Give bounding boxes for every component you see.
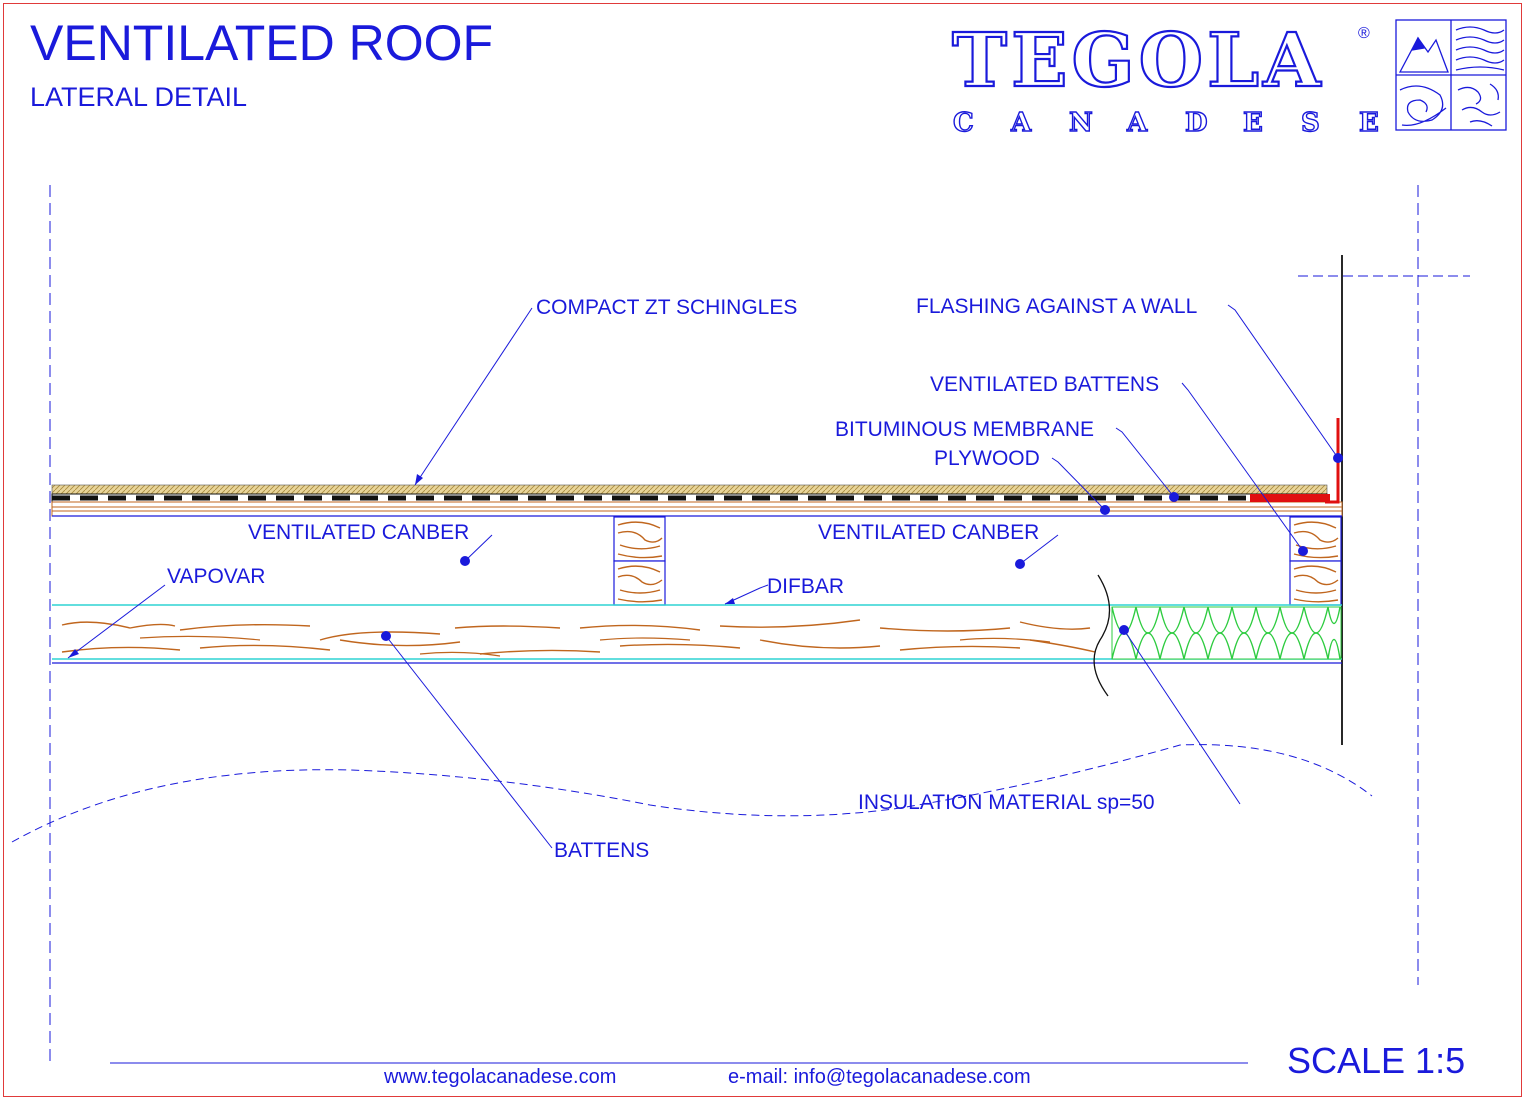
logo-tagline-letter: A xyxy=(1126,108,1148,138)
logo-tagline-letter: N xyxy=(1069,108,1093,138)
battens-layer xyxy=(61,619,1096,657)
label-insulation: INSULATION MATERIAL sp=50 xyxy=(858,791,1155,814)
reference-lines xyxy=(49,185,1470,1062)
plywood-layer xyxy=(51,501,1343,517)
page-title: VENTILATED ROOF xyxy=(30,15,494,71)
page-subtitle: LATERAL DETAIL xyxy=(30,82,248,112)
leader-lines xyxy=(67,304,1339,849)
logo-emblem xyxy=(1395,19,1507,131)
label-flashing: FLASHING AGAINST A WALL xyxy=(916,295,1197,318)
flashing xyxy=(1250,418,1340,504)
label-bituminous-membrane: BITUMINOUS MEMBRANE xyxy=(835,418,1094,441)
logo-wordmark: TEGOLA xyxy=(952,18,1325,104)
label-canber-left: VENTILATED CANBER xyxy=(248,521,469,544)
logo-registered-mark: ® xyxy=(1358,25,1370,42)
logo-tagline-letter: E xyxy=(1359,108,1379,138)
label-canber-right: VENTILATED CANBER xyxy=(818,521,1039,544)
drawing-border xyxy=(3,3,1522,1097)
label-vapovar: VAPOVAR xyxy=(167,565,265,588)
leader-dots xyxy=(381,453,1343,641)
section-break-curve xyxy=(11,744,1373,843)
footer-email[interactable]: e-mail: info@tegolacanadese.com xyxy=(728,1066,1031,1088)
logo-tagline-letter: D xyxy=(1185,108,1208,138)
tegola-logo: TEGOLA ® C A N A D E S E xyxy=(951,17,1507,139)
break-line xyxy=(1093,574,1111,697)
scale-label: SCALE 1:5 xyxy=(1287,1040,1466,1081)
label-battens: BATTENS xyxy=(554,839,649,862)
logo-tagline-letter: A xyxy=(1010,108,1032,138)
logo-tagline-letter: C xyxy=(953,108,974,138)
ventilated-batten-left xyxy=(613,516,666,606)
membrane-layer xyxy=(51,493,1328,503)
footer-website[interactable]: www.tegolacanadese.com xyxy=(384,1066,617,1088)
logo-tagline-letter: S xyxy=(1301,108,1320,138)
ventilated-batten-right xyxy=(1289,516,1342,606)
label-difbar: DIFBAR xyxy=(767,575,844,598)
label-ventilated-battens: VENTILATED BATTENS xyxy=(930,373,1159,396)
shingles-layer xyxy=(51,484,1328,495)
label-plywood: PLYWOOD xyxy=(934,447,1040,470)
leader-arrows xyxy=(68,474,735,658)
vapovar-layer xyxy=(52,658,1342,664)
label-compact-zt: COMPACT ZT SCHINGLES xyxy=(536,296,797,319)
logo-tagline-letter: E xyxy=(1243,108,1263,138)
insulation-block xyxy=(1111,606,1342,660)
